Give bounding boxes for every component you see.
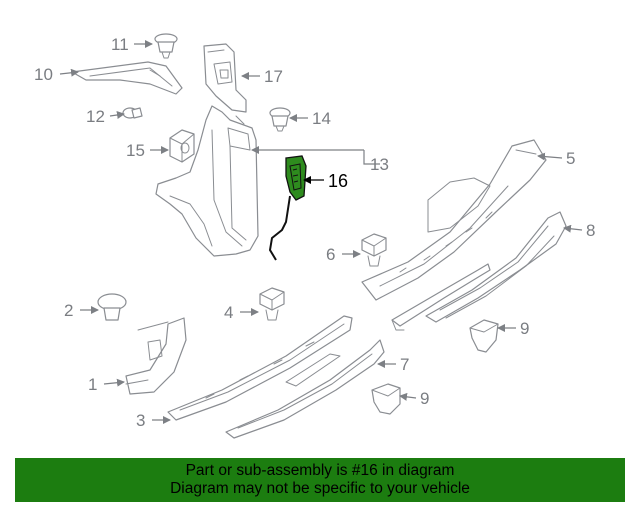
callout-labels: 11 10 17 12 14 15 13 16 5 8 6 2 4 9 1 7 … xyxy=(34,35,595,430)
callout-11: 11 xyxy=(111,35,129,54)
callout-15: 15 xyxy=(126,141,145,160)
callout-8: 8 xyxy=(586,221,595,240)
banner-line-part: Part or sub-assembly is #16 in diagram xyxy=(185,462,455,479)
callout-17: 17 xyxy=(264,67,283,86)
part-4-clip xyxy=(259,287,285,321)
part-12-clip xyxy=(122,107,143,119)
callout-2: 2 xyxy=(64,301,73,320)
callout-1: 1 xyxy=(88,375,97,394)
callout-12: 12 xyxy=(86,107,105,126)
callout-14: 14 xyxy=(312,109,331,128)
strip-left-of-8 xyxy=(391,263,491,331)
part-17-pillar-trim xyxy=(203,43,247,113)
part-14-clip xyxy=(269,107,291,132)
callout-5: 5 xyxy=(566,149,575,168)
callout-13: 13 xyxy=(370,155,389,174)
part-2-clip xyxy=(97,293,127,321)
info-banner: Part or sub-assembly is #16 in diagram D… xyxy=(15,458,625,502)
part-13-pillar-assembly xyxy=(155,105,259,257)
callout-4: 4 xyxy=(224,303,233,322)
leader-lines xyxy=(59,40,583,424)
callout-9-lower: 9 xyxy=(420,389,429,408)
part-16-highlighted xyxy=(268,155,307,261)
part-9-clip-lower xyxy=(371,383,401,415)
part-7-sill-plate xyxy=(225,339,385,439)
callout-10: 10 xyxy=(34,65,53,84)
parts-diagram: 11 10 17 12 14 15 13 16 5 8 6 2 4 9 1 7 … xyxy=(34,33,595,439)
callout-9-upper: 9 xyxy=(520,319,529,338)
callout-6: 6 xyxy=(326,245,335,264)
banner-line-disclaimer: Diagram may not be specific to your vehi… xyxy=(170,480,470,497)
callout-16: 16 xyxy=(328,171,348,191)
part-9-clip-upper xyxy=(469,319,499,353)
callout-7: 7 xyxy=(400,355,409,374)
part-15-clip xyxy=(169,129,195,163)
callout-3: 3 xyxy=(136,411,145,430)
part-1-corner-trim xyxy=(125,317,187,395)
part-3-sill-panel xyxy=(167,315,353,421)
part-5-sill-trim xyxy=(361,139,547,301)
part-10-trim xyxy=(71,61,183,95)
part-6-clip xyxy=(361,233,387,267)
part-11-clip xyxy=(154,33,178,59)
